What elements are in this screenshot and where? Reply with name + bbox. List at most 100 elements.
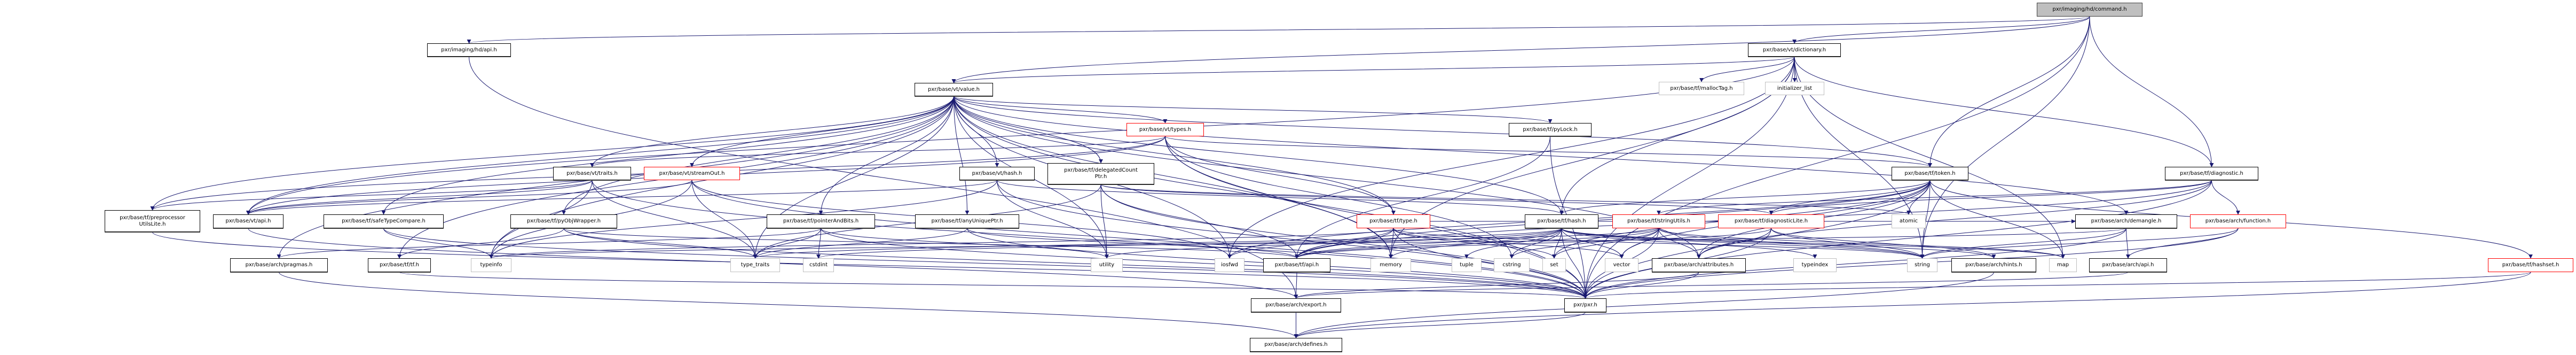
node-arch-demangle-h[interactable]: pxr/base/arch/demangle.h bbox=[2075, 214, 2177, 228]
edge-pointerAndBits-to-utility bbox=[821, 228, 1109, 259]
edge-value-to-safeType bbox=[381, 96, 954, 215]
node-tf-hash-h[interactable]: pxr/base/tf/hash.h bbox=[1525, 214, 1598, 228]
node-tf-hashset-h[interactable]: pxr/base/tf/hashset.h bbox=[2488, 258, 2573, 272]
edge-vthash-to-utility bbox=[997, 180, 1109, 259]
node-pxr-h[interactable]: pxr/pxr.h bbox=[1564, 298, 1606, 312]
edge-vthash-to-tfhash bbox=[997, 180, 1564, 215]
edge-dictionary-to-pxr bbox=[1583, 56, 1795, 299]
edge-command-to-hdapi bbox=[467, 16, 2090, 44]
node-memory: memory bbox=[1370, 258, 1411, 272]
edge-command-to-diagnostic bbox=[2089, 16, 2214, 167]
node-vector: vector bbox=[1605, 258, 1638, 272]
edge-value-to-type_traits bbox=[753, 96, 954, 259]
edge-dictionary-to-mallocTag bbox=[1699, 56, 1795, 82]
node-vt-api-h[interactable]: pxr/base/vt/api.h bbox=[213, 214, 283, 228]
node-arch-pragmas-h[interactable]: pxr/base/arch/pragmas.h bbox=[230, 258, 328, 272]
node-string: string bbox=[1907, 258, 1937, 272]
edge-tfhash-to-map bbox=[1561, 228, 2065, 259]
node-tf-diagnosticlite-h[interactable]: pxr/base/tf/diagnosticLite.h bbox=[1718, 214, 1824, 228]
node-tf-diagnostic-h[interactable]: pxr/base/tf/diagnostic.h bbox=[2165, 167, 2258, 180]
node-tf-stringutils-h[interactable]: pxr/base/tf/stringUtils.h bbox=[1612, 214, 1705, 228]
node-set: set bbox=[1542, 258, 1566, 272]
edge-tfhash-to-typeindex bbox=[1561, 228, 1817, 259]
edge-demangle-to-archapi bbox=[2125, 228, 2130, 259]
node-hd-command-h: pxr/imaging/hd/command.h bbox=[2037, 3, 2142, 17]
edge-vthash-to-pxr bbox=[997, 180, 1588, 299]
edge-pyLock-to-tfapi bbox=[1295, 136, 1550, 259]
edge-tfhash-to-tfapi bbox=[1295, 228, 1562, 259]
edge-dictionary-to-tfhash bbox=[1559, 56, 1795, 215]
edge-value-to-delegated bbox=[954, 96, 1103, 164]
edge-stringUtils-to-string bbox=[1658, 228, 1925, 259]
node-vt-traits-h[interactable]: pxr/base/vt/traits.h bbox=[553, 167, 631, 180]
edge-tfhash-to-type_traits bbox=[753, 228, 1562, 259]
node-tf-type-h[interactable]: pxr/base/tf/type.h bbox=[1357, 214, 1430, 228]
edge-attributes-to-export bbox=[1294, 272, 1699, 299]
node-tf-token-h[interactable]: pxr/base/tf/token.h bbox=[1892, 167, 1968, 180]
node-arch-api-h[interactable]: pxr/base/arch/api.h bbox=[2089, 258, 2167, 272]
edge-streamOut-to-vtapi bbox=[246, 180, 692, 215]
node-vt-types-h[interactable]: pxr/base/vt/types.h bbox=[1126, 123, 1204, 136]
edge-value-to-pointerAndBits bbox=[818, 96, 954, 215]
node-type-traits: type_traits bbox=[730, 258, 780, 272]
edge-streamOut-to-type_traits bbox=[691, 180, 758, 259]
edge-anyUnique-to-type_traits bbox=[753, 228, 967, 259]
node-tf-delegatedcountptr-h[interactable]: pxr/base/tf/delegatedCount Ptr.h bbox=[1047, 163, 1154, 184]
edge-hashset-to-pxr bbox=[1584, 272, 2531, 299]
node-arch-attributes-h[interactable]: pxr/base/arch/attributes.h bbox=[1652, 258, 1746, 272]
node-vt-value-h[interactable]: pxr/base/vt/value.h bbox=[915, 83, 993, 96]
edge-diagnostic-to-diagLite bbox=[1769, 180, 2212, 215]
edge-value-to-tfhash bbox=[954, 96, 1564, 215]
edge-token-to-atomic bbox=[1907, 180, 1931, 215]
edge-tftype-to-vector bbox=[1393, 228, 1624, 259]
edge-value-to-pyLock bbox=[954, 96, 1553, 124]
node-tf-tf-h[interactable]: pxr/base/tf/tf.h bbox=[368, 258, 431, 272]
edge-delegated-to-diagLite bbox=[1100, 184, 1774, 215]
node-hd-api-h[interactable]: pxr/imaging/hd/api.h bbox=[427, 43, 511, 57]
edge-token-to-diagLite bbox=[1769, 180, 1931, 215]
node-arch-function-h[interactable]: pxr/base/arch/function.h bbox=[2190, 214, 2286, 228]
edge-tfhash-to-vector bbox=[1561, 228, 1624, 259]
node-tf-pylock-h[interactable]: pxr/base/tf/pyLock.h bbox=[1509, 123, 1592, 136]
node-iosfwd: iosfwd bbox=[1215, 258, 1244, 272]
node-vt-hash-h[interactable]: pxr/base/vt/hash.h bbox=[959, 167, 1035, 180]
edge-token-to-tfhash bbox=[1559, 180, 1931, 215]
edge-types-to-tftype bbox=[1165, 136, 1396, 215]
node-cstdint: cstdint bbox=[803, 258, 834, 272]
edge-pragmas-to-defines bbox=[279, 272, 1298, 338]
edge-hints-to-defines bbox=[1294, 272, 1994, 338]
edge-dictionary-to-iosfwd bbox=[1227, 56, 1795, 259]
node-initializer-list: initializer_list bbox=[1765, 82, 1824, 95]
edge-stringUtils-to-set bbox=[1552, 228, 1659, 259]
edge-traits-to-preproc bbox=[150, 180, 593, 211]
edge-stringUtils-to-attributes bbox=[1658, 228, 1701, 259]
edge-stringUtils-to-tfapi bbox=[1295, 228, 1659, 259]
node-tuple: tuple bbox=[1452, 258, 1482, 272]
edge-value-to-traits bbox=[590, 96, 954, 167]
edge-value-to-demangle bbox=[954, 96, 2129, 215]
node-tf-pyobjwrapper-h[interactable]: pxr/base/tf/pyObjWrapper.h bbox=[510, 214, 617, 228]
node-tf-safetypecompare-h[interactable]: pxr/base/tf/safeTypeCompare.h bbox=[324, 214, 444, 228]
edge-vthash-to-typeinfo bbox=[489, 180, 997, 259]
edge-value-to-preproc bbox=[150, 96, 954, 211]
node-tf-pointerandbits-h[interactable]: pxr/base/tf/pointerAndBits.h bbox=[767, 214, 875, 228]
edge-value-to-streamOut bbox=[690, 96, 954, 167]
node-arch-defines-h[interactable]: pxr/base/arch/defines.h bbox=[1250, 338, 1342, 352]
node-tf-api-h[interactable]: pxr/base/tf/api.h bbox=[1263, 258, 1330, 272]
node-arch-hints-h[interactable]: pxr/base/arch/hints.h bbox=[1951, 258, 2036, 272]
edge-diagLite-to-attributes bbox=[1697, 228, 1771, 259]
edge-stringUtils-to-map bbox=[1658, 228, 2065, 259]
edge-value-to-anyUnique bbox=[954, 96, 970, 215]
node-vt-streamout-h[interactable]: pxr/base/vt/streamOut.h bbox=[644, 167, 740, 180]
edge-tfhash-to-hints bbox=[1561, 228, 1996, 259]
edge-diagnostic-to-stringUtils bbox=[1657, 180, 2212, 215]
edge-tfhash-to-tuple bbox=[1464, 228, 1562, 259]
node-tf-anyuniqueptr-h[interactable]: pxr/base/tf/anyUniquePtr.h bbox=[915, 214, 1019, 228]
edge-demangle-to-string bbox=[1920, 228, 2126, 259]
node-arch-export-h[interactable]: pxr/base/arch/export.h bbox=[1251, 298, 1341, 312]
node-tf-preprocessorutilslite-h[interactable]: pxr/base/tf/preprocessor UtilsLite.h bbox=[105, 210, 200, 232]
node-vt-dictionary-h[interactable]: pxr/base/vt/dictionary.h bbox=[1748, 43, 1841, 57]
edge-attributes-to-pxr bbox=[1583, 272, 1699, 299]
edge-command-to-dictionary bbox=[1792, 16, 2090, 44]
